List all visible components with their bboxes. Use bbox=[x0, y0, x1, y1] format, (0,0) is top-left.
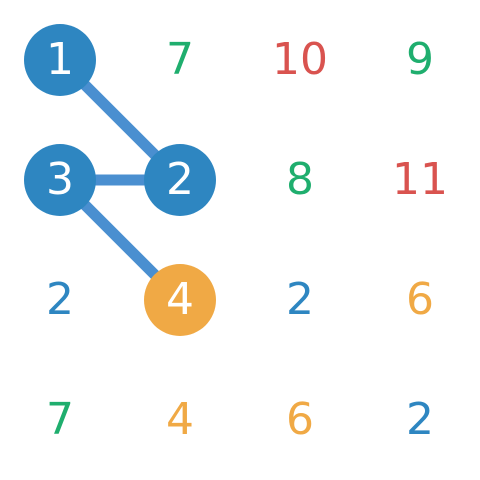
number-tile[interactable]: 4 bbox=[166, 394, 194, 445]
number-tile[interactable]: 6 bbox=[286, 394, 314, 445]
number-tile[interactable]: 6 bbox=[406, 274, 434, 325]
number-tile[interactable]: 9 bbox=[406, 34, 434, 85]
selected-number-tile[interactable]: 1 bbox=[24, 24, 96, 96]
number-tile[interactable]: 10 bbox=[272, 34, 328, 85]
number-tile[interactable]: 2 bbox=[406, 394, 434, 445]
selected-number-tile[interactable]: 4 bbox=[144, 264, 216, 336]
number-tile[interactable]: 8 bbox=[286, 154, 314, 205]
number-tile[interactable]: 7 bbox=[46, 394, 74, 445]
number-tile[interactable]: 7 bbox=[166, 34, 194, 85]
number-tile[interactable]: 2 bbox=[286, 274, 314, 325]
number-tile[interactable]: 11 bbox=[392, 154, 448, 205]
number-tile[interactable]: 2 bbox=[46, 274, 74, 325]
selected-number-tile[interactable]: 3 bbox=[24, 144, 96, 216]
selected-number-tile[interactable]: 2 bbox=[144, 144, 216, 216]
